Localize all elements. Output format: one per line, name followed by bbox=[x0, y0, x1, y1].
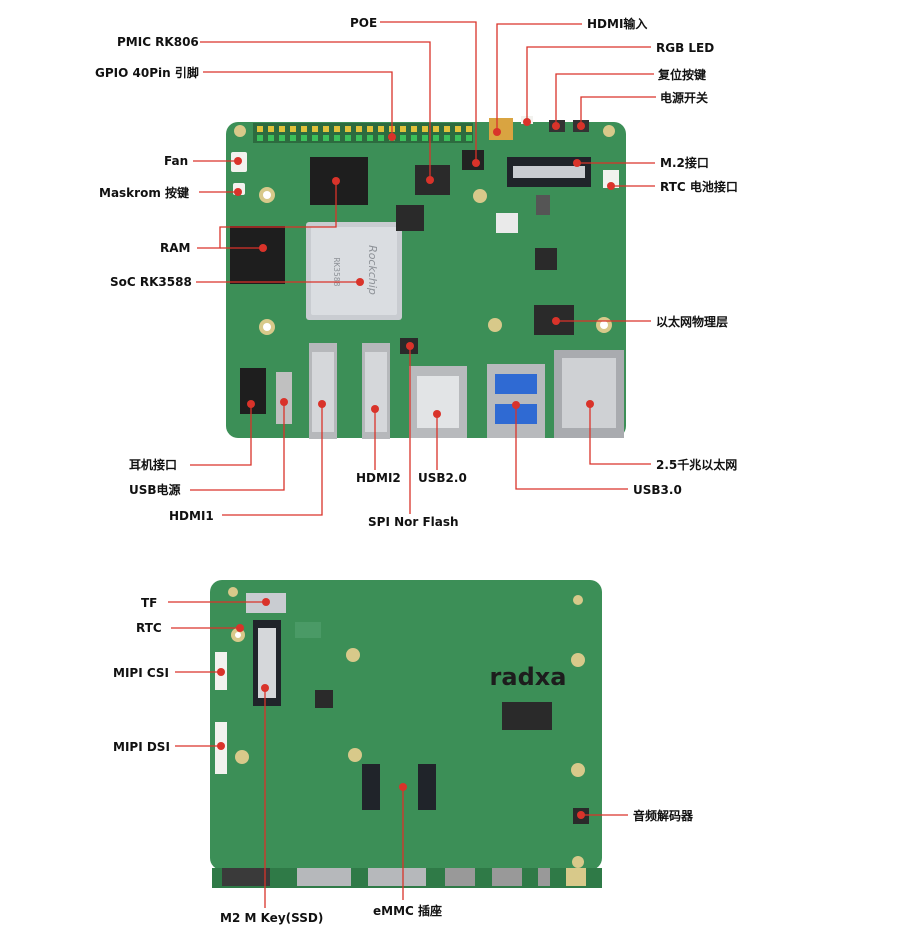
label-ram: RAM bbox=[160, 241, 190, 255]
label-mipi-dsi: MIPI DSI bbox=[113, 740, 170, 754]
label-emmc: eMMC 插座 bbox=[373, 903, 442, 918]
label-eth-phy: 以太网物理层 bbox=[656, 314, 728, 329]
label-reset-button: 复位按键 bbox=[657, 67, 706, 82]
label-gpio: GPIO 40Pin 引脚 bbox=[95, 65, 199, 80]
label-rgb-led: RGB LED bbox=[656, 41, 714, 55]
label-m2-ssd: M2 M Key(SSD) bbox=[220, 911, 323, 925]
front-leaders bbox=[190, 21, 656, 516]
soc-brand-mark: Rockchip bbox=[366, 245, 379, 295]
label-maskrom: Maskrom 按键 bbox=[99, 185, 189, 200]
label-tf: TF bbox=[141, 596, 157, 610]
front-labels: POE PMIC RK806 GPIO 40Pin 引脚 Fan Maskrom… bbox=[95, 16, 738, 529]
emmc-socket-left bbox=[362, 764, 380, 810]
label-usb2: USB2.0 bbox=[418, 471, 467, 485]
label-hdmi2: HDMI2 bbox=[356, 471, 401, 485]
soc-model-mark: RK3588 bbox=[332, 258, 341, 287]
label-hdmi-input: HDMI输入 bbox=[587, 16, 647, 31]
front-board: Rockchip RK3588 bbox=[226, 116, 626, 439]
label-poe: POE bbox=[350, 16, 377, 30]
radxa-logo: radxa bbox=[490, 663, 567, 691]
label-rtc: RTC bbox=[136, 621, 162, 635]
label-eth-25g: 2.5千兆以太网 bbox=[656, 457, 737, 472]
label-hdmi1: HDMI1 bbox=[169, 509, 214, 523]
label-spi-nor-flash: SPI Nor Flash bbox=[368, 515, 459, 529]
back-labels: TF RTC MIPI CSI MIPI DSI M2 M Key(SSD) e… bbox=[113, 596, 694, 925]
label-headphone: 耳机接口 bbox=[129, 457, 177, 472]
ram-chip-left bbox=[230, 226, 285, 284]
label-pmic: PMIC RK806 bbox=[117, 35, 199, 49]
label-usb3: USB3.0 bbox=[633, 483, 682, 497]
label-soc: SoC RK3588 bbox=[110, 275, 192, 289]
label-m2: M.2接口 bbox=[660, 155, 709, 170]
hdmi-input-connector bbox=[489, 118, 513, 140]
label-power-switch: 电源开关 bbox=[660, 90, 708, 105]
back-leaders bbox=[168, 598, 628, 908]
label-audio-codec: 音频解码器 bbox=[633, 808, 694, 823]
label-fan: Fan bbox=[164, 154, 188, 168]
label-mipi-csi: MIPI CSI bbox=[113, 666, 169, 680]
label-rtc-battery: RTC 电池接口 bbox=[660, 179, 738, 194]
back-board: radxa bbox=[210, 580, 602, 888]
label-usb-power: USB电源 bbox=[129, 482, 181, 497]
emmc-socket-right bbox=[418, 764, 436, 810]
